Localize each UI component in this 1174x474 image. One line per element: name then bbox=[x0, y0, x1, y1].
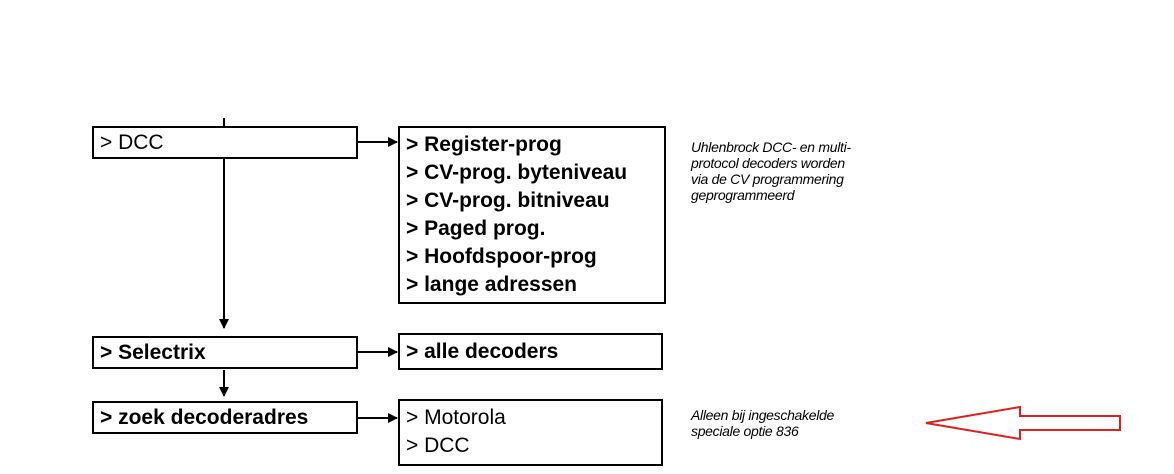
search-options-box: > Motorola > DCC bbox=[398, 399, 663, 466]
option-item: > Paged prog. bbox=[406, 217, 546, 240]
selectrix-node: > Selectrix bbox=[92, 336, 358, 369]
option-item: > alle decoders bbox=[406, 340, 559, 363]
option-item: > Register-prog bbox=[406, 133, 562, 156]
dcc-note: Uhlenbrock DCC- en multi- protocol decod… bbox=[691, 139, 851, 203]
selectrix-node-label: > Selectrix bbox=[100, 341, 206, 364]
option-item: > lange adressen bbox=[406, 273, 578, 296]
dcc-options-list: > Register-prog > CV-prog. byteniveau > … bbox=[406, 131, 627, 299]
dcc-options-box: > Register-prog > CV-prog. byteniveau > … bbox=[398, 126, 666, 304]
selectrix-options-box: > alle decoders bbox=[398, 333, 663, 370]
dcc-node-label: > DCC bbox=[100, 131, 164, 154]
search-node: > zoek decoderadres bbox=[92, 401, 358, 434]
option-item: > CV-prog. byteniveau bbox=[406, 161, 628, 184]
option-item: > DCC bbox=[406, 434, 470, 457]
search-note: Alleen bij ingeschakelde speciale optie … bbox=[691, 407, 835, 439]
dcc-node: > DCC bbox=[92, 126, 358, 159]
option-item: > Motorola bbox=[406, 406, 506, 429]
left-arrow-icon bbox=[925, 405, 1121, 441]
option-item: > Hoofdspoor-prog bbox=[406, 245, 597, 268]
search-options-list: > Motorola > DCC bbox=[406, 404, 506, 460]
selectrix-options-list: > alle decoders bbox=[406, 338, 558, 366]
option-item: > CV-prog. bitniveau bbox=[406, 189, 610, 212]
search-node-label: > zoek decoderadres bbox=[100, 406, 309, 429]
